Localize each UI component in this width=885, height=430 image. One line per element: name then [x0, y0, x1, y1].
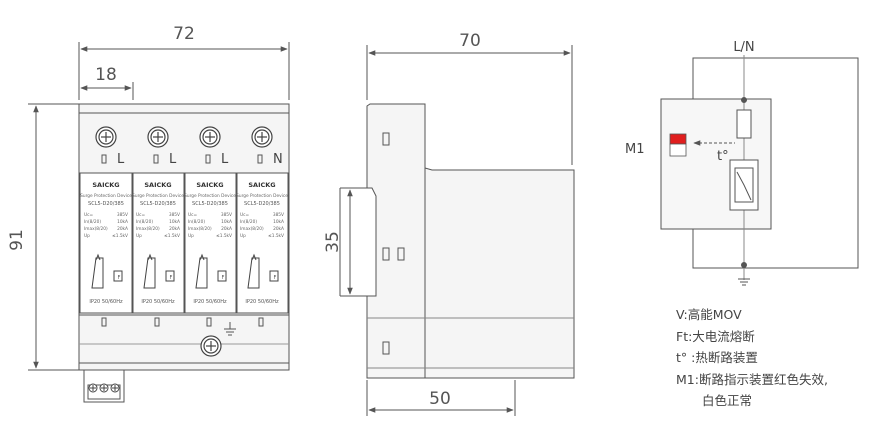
- side-view: [339, 45, 575, 416]
- terminal-label-1: L: [117, 152, 125, 167]
- terminal-label-3: L: [221, 152, 229, 167]
- svg-text:Up: Up: [240, 233, 246, 239]
- svg-text:20kA: 20kA: [221, 226, 232, 232]
- terminal-label-4: N: [273, 152, 283, 167]
- screw-icon: [147, 126, 169, 148]
- terminal-label-2: L: [169, 152, 177, 167]
- svg-text:In(8/20): In(8/20): [188, 219, 205, 225]
- svg-text:Up: Up: [136, 233, 142, 239]
- dim-label-70: 70: [459, 31, 481, 51]
- svg-text:F: F: [274, 275, 277, 281]
- svg-text:In(8/20): In(8/20): [84, 219, 101, 225]
- svg-text:F: F: [170, 275, 173, 281]
- svg-text:SCL5-D20/385: SCL5-D20/385: [88, 201, 124, 207]
- svg-text:SCL5-D20/385: SCL5-D20/385: [192, 201, 228, 207]
- svg-text:10kA: 10kA: [273, 219, 284, 225]
- indicator-icon: [669, 133, 687, 157]
- svg-text:Imax(8/20): Imax(8/20): [188, 226, 212, 232]
- svg-text:Surge Protection Device: Surge Protection Device: [132, 193, 184, 199]
- legend-item-mov: V:高能MOV: [676, 307, 742, 322]
- svg-text:SAICKG: SAICKG: [144, 181, 171, 189]
- dim-label-50: 50: [429, 389, 451, 409]
- svg-text:Surge Protection Device: Surge Protection Device: [80, 193, 132, 199]
- thermal-label: t°: [717, 149, 729, 164]
- svg-text:In(8/20): In(8/20): [136, 219, 153, 225]
- svg-text:20kA: 20kA: [117, 226, 128, 232]
- svg-text:IP20 50/60Hz: IP20 50/60Hz: [245, 299, 279, 305]
- svg-text:Uc=: Uc=: [240, 212, 250, 218]
- screw-icon: [251, 126, 273, 148]
- svg-text:20kA: 20kA: [273, 226, 284, 232]
- svg-text:10kA: 10kA: [117, 219, 128, 225]
- ground-symbol-icon: [224, 322, 236, 336]
- svg-text:Up: Up: [84, 233, 90, 239]
- module-label-2: SAICKG Surge Protection Device SCL5-D20/…: [132, 181, 184, 305]
- line-label: L/N: [733, 40, 754, 55]
- svg-text:≤1.5kV: ≤1.5kV: [112, 233, 128, 239]
- svg-text:Surge Protection Device: Surge Protection Device: [236, 193, 288, 199]
- module-panel-1: [79, 172, 133, 314]
- indicator-label: M1: [625, 142, 645, 157]
- svg-text:Imax(8/20): Imax(8/20): [136, 226, 160, 232]
- svg-text:≤1.5kV: ≤1.5kV: [164, 233, 180, 239]
- legend: V:高能MOV Ft:大电流熔断 t° :热断路装置 M1:断路指示装置红色失效…: [676, 304, 885, 412]
- svg-text:SCL5-D20/385: SCL5-D20/385: [140, 201, 176, 207]
- svg-text:In(8/20): In(8/20): [240, 219, 257, 225]
- svg-text:385V: 385V: [169, 212, 180, 218]
- ground-screw-icon: [200, 335, 222, 357]
- svg-text:Up: Up: [188, 233, 194, 239]
- module-label-3: SAICKG Surge Protection Device SCL5-D20/…: [184, 181, 236, 305]
- dim-label-18: 18: [95, 65, 117, 85]
- svg-text:Uc=: Uc=: [84, 212, 94, 218]
- svg-text:10kA: 10kA: [169, 219, 180, 225]
- svg-text:F: F: [118, 275, 121, 281]
- svg-text:SAICKG: SAICKG: [92, 181, 119, 189]
- svg-text:SCL5-D20/385: SCL5-D20/385: [244, 201, 280, 207]
- front-view: [28, 42, 290, 403]
- dim-label-35: 35: [323, 231, 343, 253]
- svg-text:Imax(8/20): Imax(8/20): [240, 226, 264, 232]
- svg-text:Surge Protection Device: Surge Protection Device: [184, 193, 236, 199]
- module-label-1: SAICKG Surge Protection Device SCL5-D20/…: [80, 181, 132, 305]
- svg-text:385V: 385V: [117, 212, 128, 218]
- legend-item-indicator-cont: 白色正常: [702, 393, 753, 408]
- svg-text:IP20 50/60Hz: IP20 50/60Hz: [141, 299, 175, 305]
- legend-item-thermal: t° :热断路装置: [676, 350, 758, 365]
- legend-item-indicator: M1:断路指示装置红色失效,: [676, 371, 828, 387]
- schematic: [660, 55, 859, 286]
- svg-text:F: F: [222, 275, 225, 281]
- dim-label-91: 91: [7, 229, 27, 251]
- svg-text:385V: 385V: [273, 212, 284, 218]
- module-panel-2: [132, 172, 185, 314]
- status-window-group: [91, 253, 279, 289]
- screw-icon: [95, 126, 117, 148]
- svg-text:Uc=: Uc=: [188, 212, 198, 218]
- bottom-screw-group: [88, 383, 120, 393]
- svg-text:Imax(8/20): Imax(8/20): [84, 226, 108, 232]
- svg-text:SAICKG: SAICKG: [248, 181, 275, 189]
- rail-clip: [340, 187, 377, 297]
- svg-text:≤1.5kV: ≤1.5kV: [268, 233, 284, 239]
- module-label-group: SAICKG Surge Protection Device SCL5-D20/…: [80, 181, 288, 305]
- svg-text:SAICKG: SAICKG: [196, 181, 223, 189]
- svg-text:385V: 385V: [221, 212, 232, 218]
- svg-text:10kA: 10kA: [221, 219, 232, 225]
- module-label-4: SAICKG Surge Protection Device SCL5-D20/…: [236, 181, 288, 305]
- side-body: [366, 103, 575, 379]
- svg-text:20kA: 20kA: [169, 226, 180, 232]
- dim-label-72: 72: [173, 24, 195, 44]
- module-panel-3: [184, 172, 237, 314]
- svg-text:≤1.5kV: ≤1.5kV: [216, 233, 232, 239]
- screw-row-top: [95, 126, 273, 148]
- module-panel-4: [236, 172, 289, 314]
- svg-text:IP20 50/60Hz: IP20 50/60Hz: [89, 299, 123, 305]
- legend-item-fuse: Ft:大电流熔断: [676, 328, 755, 344]
- svg-text:IP20 50/60Hz: IP20 50/60Hz: [193, 299, 227, 305]
- screw-icon: [199, 126, 221, 148]
- svg-text:Uc=: Uc=: [136, 212, 146, 218]
- thermal-fuse-icon: [736, 109, 752, 139]
